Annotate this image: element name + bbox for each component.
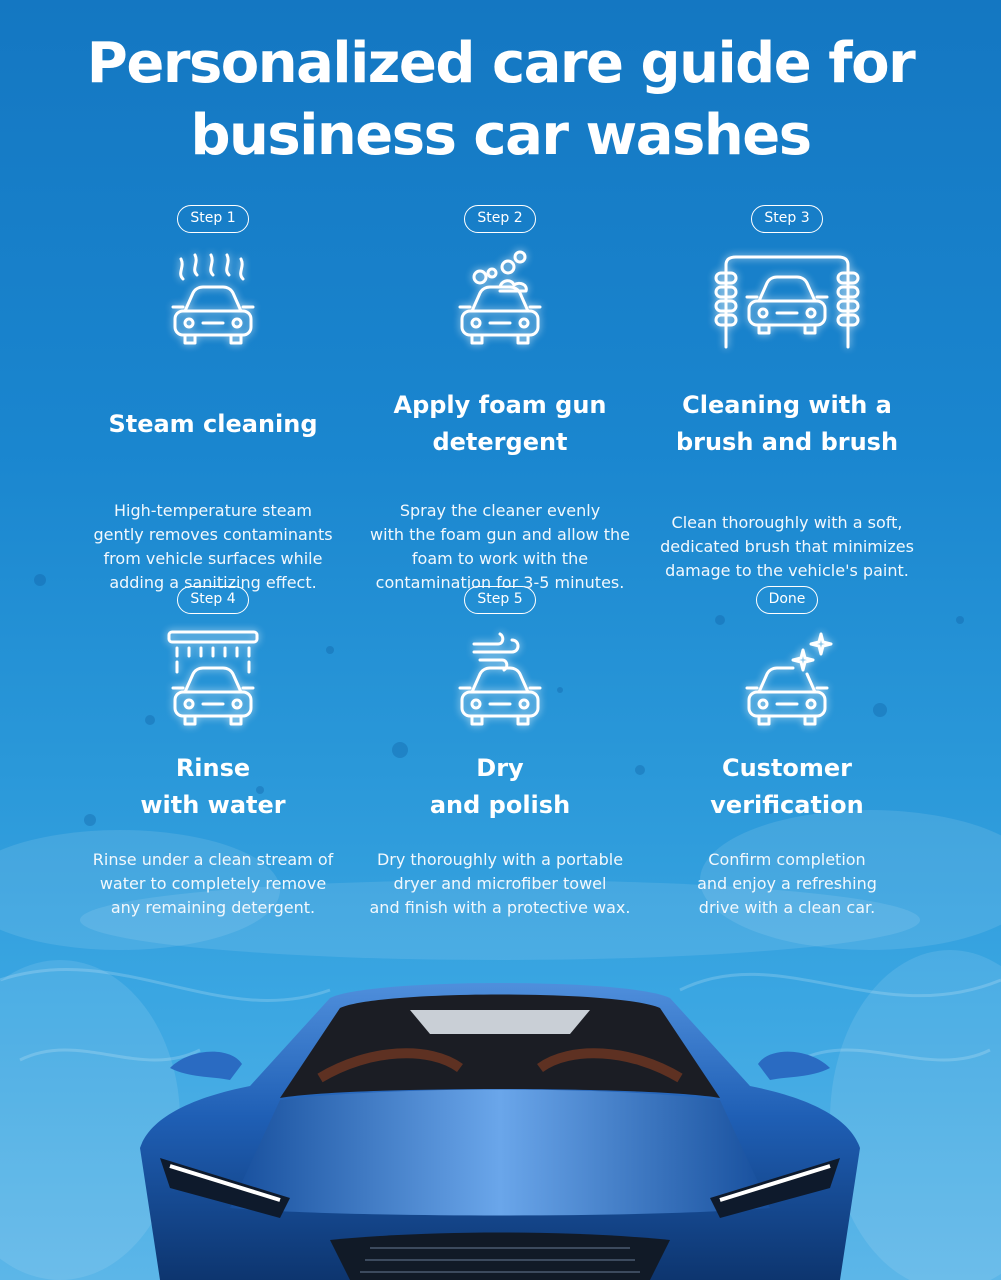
step-description: Dry thoroughly with a portable dryer and… [369,850,631,917]
step-card-1: Step 1 Steam cleaning High-temperature s… [68,205,358,595]
step-title: Steam cleaning [108,409,318,438]
step-badge: Step 1 [177,205,249,233]
car-foam-icon [458,250,542,345]
step-description: Rinse under a clean stream of water to c… [92,850,334,917]
page-title: Personalized care guide for business car… [0,28,1001,172]
step-badge: Step 3 [751,205,823,233]
step-badge: Done [755,586,819,614]
step-description: High-temperature steam gently removes co… [93,501,333,592]
water-splash-background [0,574,1001,1280]
car-rinse-icon [167,630,259,726]
car-steam-icon [171,253,255,345]
step-description: Confirm completion and enjoy a refreshin… [697,850,877,917]
step-badge: Step 2 [464,205,536,233]
car-dry-wind-icon [458,632,542,726]
step-description: Clean thoroughly with a soft, dedicated … [660,513,914,580]
title-line-1: Personalized care guide for [86,31,916,96]
step-badge: Step 5 [464,586,536,614]
step-description: Spray the cleaner evenly with the foam g… [370,501,630,592]
car-brush-wash-icon [714,255,860,349]
car-sparkle-icon [745,632,833,726]
title-line-2: business car washes [190,103,812,168]
step-badge: Step 4 [177,586,249,614]
sports-car-illustration [140,983,860,1280]
